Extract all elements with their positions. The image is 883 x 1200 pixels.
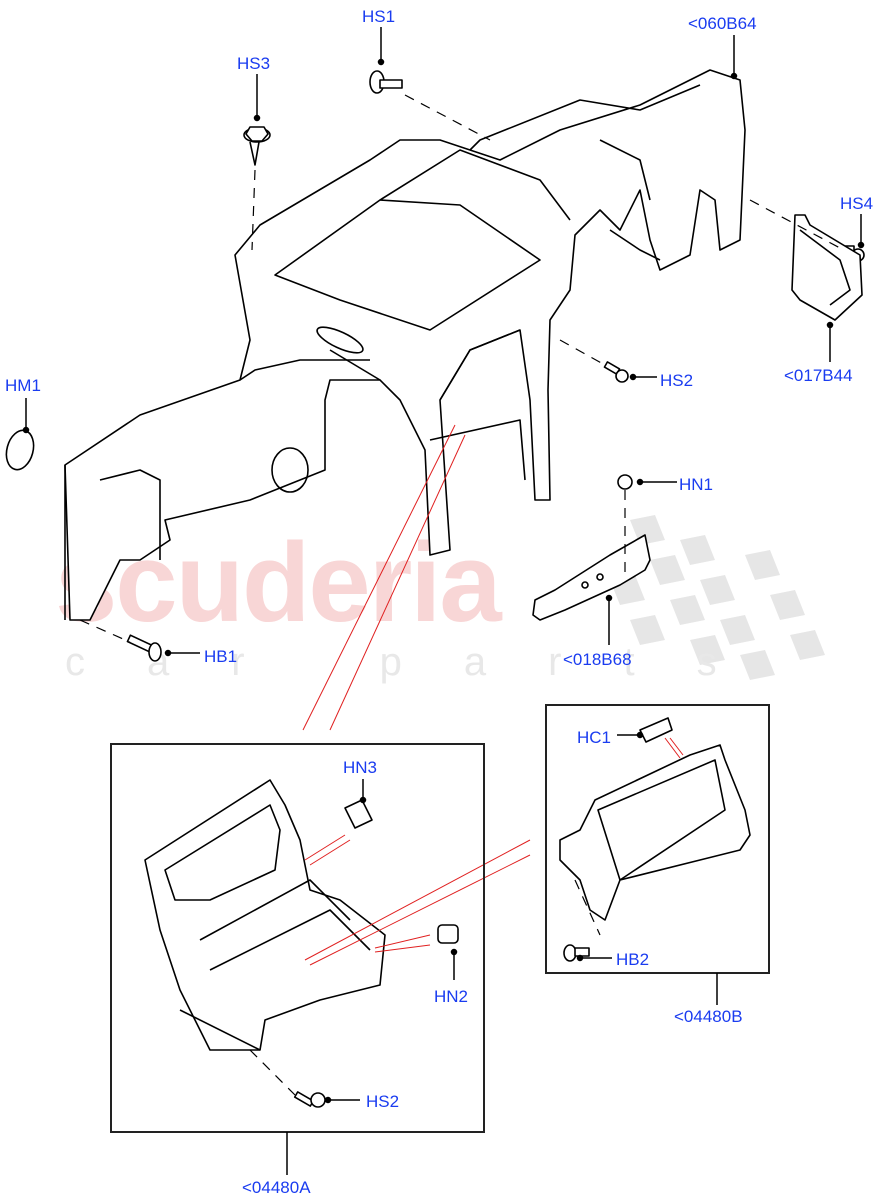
label-hm1: HM1 [5,376,41,395]
hm1-ring [5,429,35,471]
inset-a-bracket-assembly [144,779,459,1108]
label-hn1: HN1 [679,475,714,494]
hn1-nut [617,474,633,490]
hs1-bolt [369,70,403,94]
hs2-bolt-top [603,361,629,383]
label-hs3: HS3 [237,54,271,73]
label-ref-060b64: <060B64 [688,14,757,33]
inset-b-display-bracket [559,717,751,962]
label-hs2-inset: HS2 [366,1092,400,1111]
bracket-018b68 [532,534,651,621]
label-hn2: HN2 [434,987,469,1006]
label-ref-04480b: <04480B [674,1007,743,1026]
label-ref-018b68: <018B68 [563,650,632,669]
label-ref-017b44: <017B44 [784,366,853,385]
watermark-car-parts: car parts [65,640,779,684]
callout-red-lines [302,424,684,966]
leader-lines [22,27,865,1175]
label-hs2-top: HS2 [660,371,694,390]
assembly-dashed-lines [79,94,841,1096]
hs3-screw [243,126,271,166]
label-ref-04480a: <04480A [242,1178,311,1197]
cross-car-beam-frame [64,69,746,621]
inset-a-frame [110,743,485,1133]
inset-b-frame [545,704,770,974]
label-hs1: HS1 [362,7,396,26]
label-hn3: HN3 [343,758,378,777]
label-hc1: HC1 [577,728,612,747]
hb1-bolt [126,634,162,662]
bracket-017b44 [791,214,863,321]
label-hs4: HS4 [840,194,874,213]
label-hb1: HB1 [204,647,238,666]
label-hb2: HB2 [616,950,650,969]
